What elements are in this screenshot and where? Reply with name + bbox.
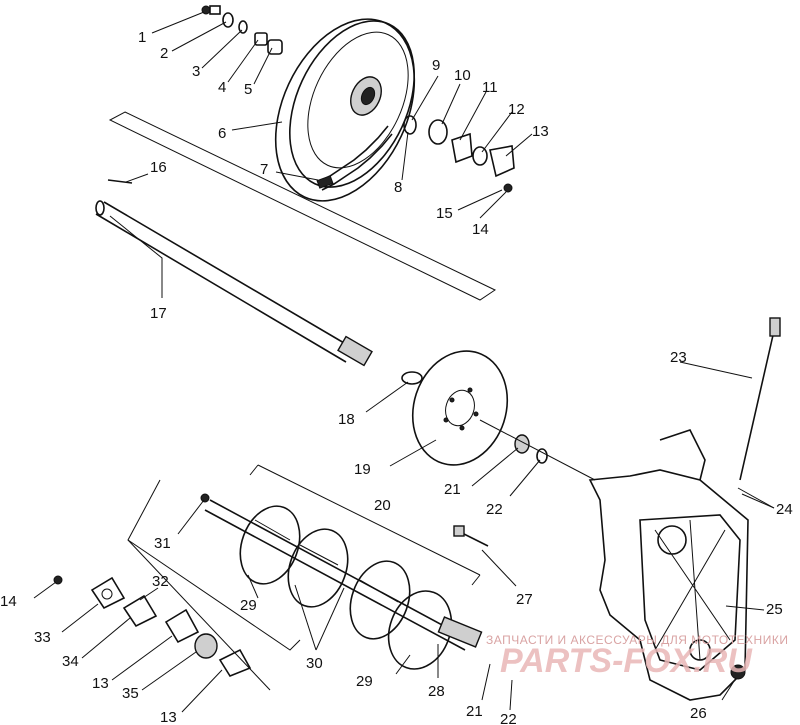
- callout-22: 22: [486, 501, 503, 518]
- callout-26: 26: [690, 705, 707, 722]
- callout-16: 16: [150, 159, 167, 176]
- callout-12: 12: [508, 101, 525, 118]
- callout-labels: 1 2 3 4 5 6 7 8 9 10 11 12 13 14 15 16 1…: [0, 29, 793, 725]
- callout-15: 15: [436, 205, 453, 222]
- callout-34: 34: [62, 653, 79, 670]
- callout-13c: 13: [160, 709, 177, 725]
- callout-35: 35: [122, 685, 139, 702]
- brake-disc-assembly: [401, 350, 596, 481]
- callout-31: 31: [154, 535, 171, 552]
- callout-13: 13: [532, 123, 549, 140]
- callout-10: 10: [454, 67, 471, 84]
- callout-14b: 14: [0, 593, 17, 610]
- callout-5: 5: [244, 81, 252, 98]
- watermark-caption: ЗАПЧАСТИ И АКСЕССУАРЫ ДЛЯ МОТОТЕХНИКИ: [486, 633, 788, 647]
- callout-28: 28: [428, 683, 445, 700]
- callout-13b: 13: [92, 675, 109, 692]
- callout-33: 33: [34, 629, 51, 646]
- callout-20: 20: [374, 497, 391, 514]
- bearing-flange-hardware: [53, 479, 301, 691]
- drive-shaft-assembly: [200, 464, 483, 670]
- callout-7: 7: [260, 161, 268, 178]
- callout-2: 2: [160, 45, 168, 62]
- watermark-brand: PARTS-FOX.RU: [500, 642, 753, 680]
- callout-30: 30: [306, 655, 323, 672]
- callout-19: 19: [354, 461, 371, 478]
- callout-23: 23: [670, 349, 687, 366]
- callout-1: 1: [138, 29, 146, 46]
- callout-27: 27: [516, 591, 533, 608]
- callout-21b: 21: [466, 703, 483, 720]
- callout-32: 32: [152, 573, 169, 590]
- callout-6: 6: [218, 125, 226, 142]
- leader-lines: [33, 11, 775, 713]
- callout-14: 14: [472, 221, 489, 238]
- callout-17: 17: [150, 305, 167, 322]
- callout-3: 3: [192, 63, 200, 80]
- callout-29a: 29: [240, 597, 257, 614]
- callout-8: 8: [394, 179, 402, 196]
- callout-9: 9: [432, 57, 440, 74]
- callout-29b: 29: [356, 673, 373, 690]
- callout-21: 21: [444, 481, 461, 498]
- callout-11: 11: [482, 79, 498, 96]
- callout-4: 4: [218, 79, 226, 96]
- callout-22b: 22: [500, 711, 517, 725]
- callout-18: 18: [338, 411, 355, 428]
- watermark: ЗАПЧАСТИ И АКСЕССУАРЫ ДЛЯ МОТОТЕХНИКИ PA…: [486, 633, 788, 680]
- callout-24: 24: [776, 501, 793, 518]
- callout-25: 25: [766, 601, 783, 618]
- driven-pulley-assembly: [95, 5, 515, 367]
- chaincase-housing: [453, 317, 781, 701]
